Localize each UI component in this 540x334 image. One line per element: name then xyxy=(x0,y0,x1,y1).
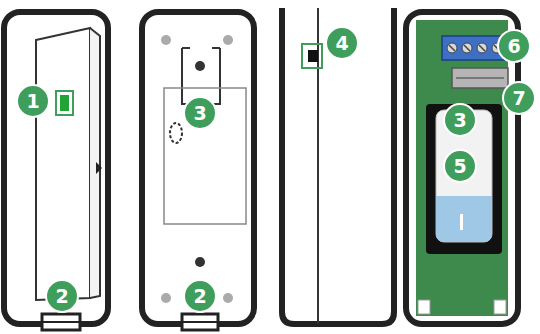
callout-number: 4 xyxy=(325,26,359,60)
callout-number: 1 xyxy=(16,84,50,118)
callout-text: 3 xyxy=(193,104,206,123)
callout-number: 7 xyxy=(502,81,536,115)
callout-text: 2 xyxy=(193,287,206,306)
callout-number: 6 xyxy=(497,29,531,63)
callout-number: 3 xyxy=(443,103,477,137)
callout-text: 2 xyxy=(55,287,68,306)
callout-text: 3 xyxy=(453,111,466,130)
callout-number: 5 xyxy=(443,149,477,183)
callout-text: 6 xyxy=(507,37,520,56)
callout-text: 7 xyxy=(512,89,525,108)
callout-number: 2 xyxy=(183,279,217,313)
callout-text: 1 xyxy=(26,92,39,111)
callout-text: 4 xyxy=(335,34,348,53)
callout-number: 2 xyxy=(45,279,79,313)
callout-number: 3 xyxy=(183,96,217,130)
callout-text: 5 xyxy=(453,157,466,176)
